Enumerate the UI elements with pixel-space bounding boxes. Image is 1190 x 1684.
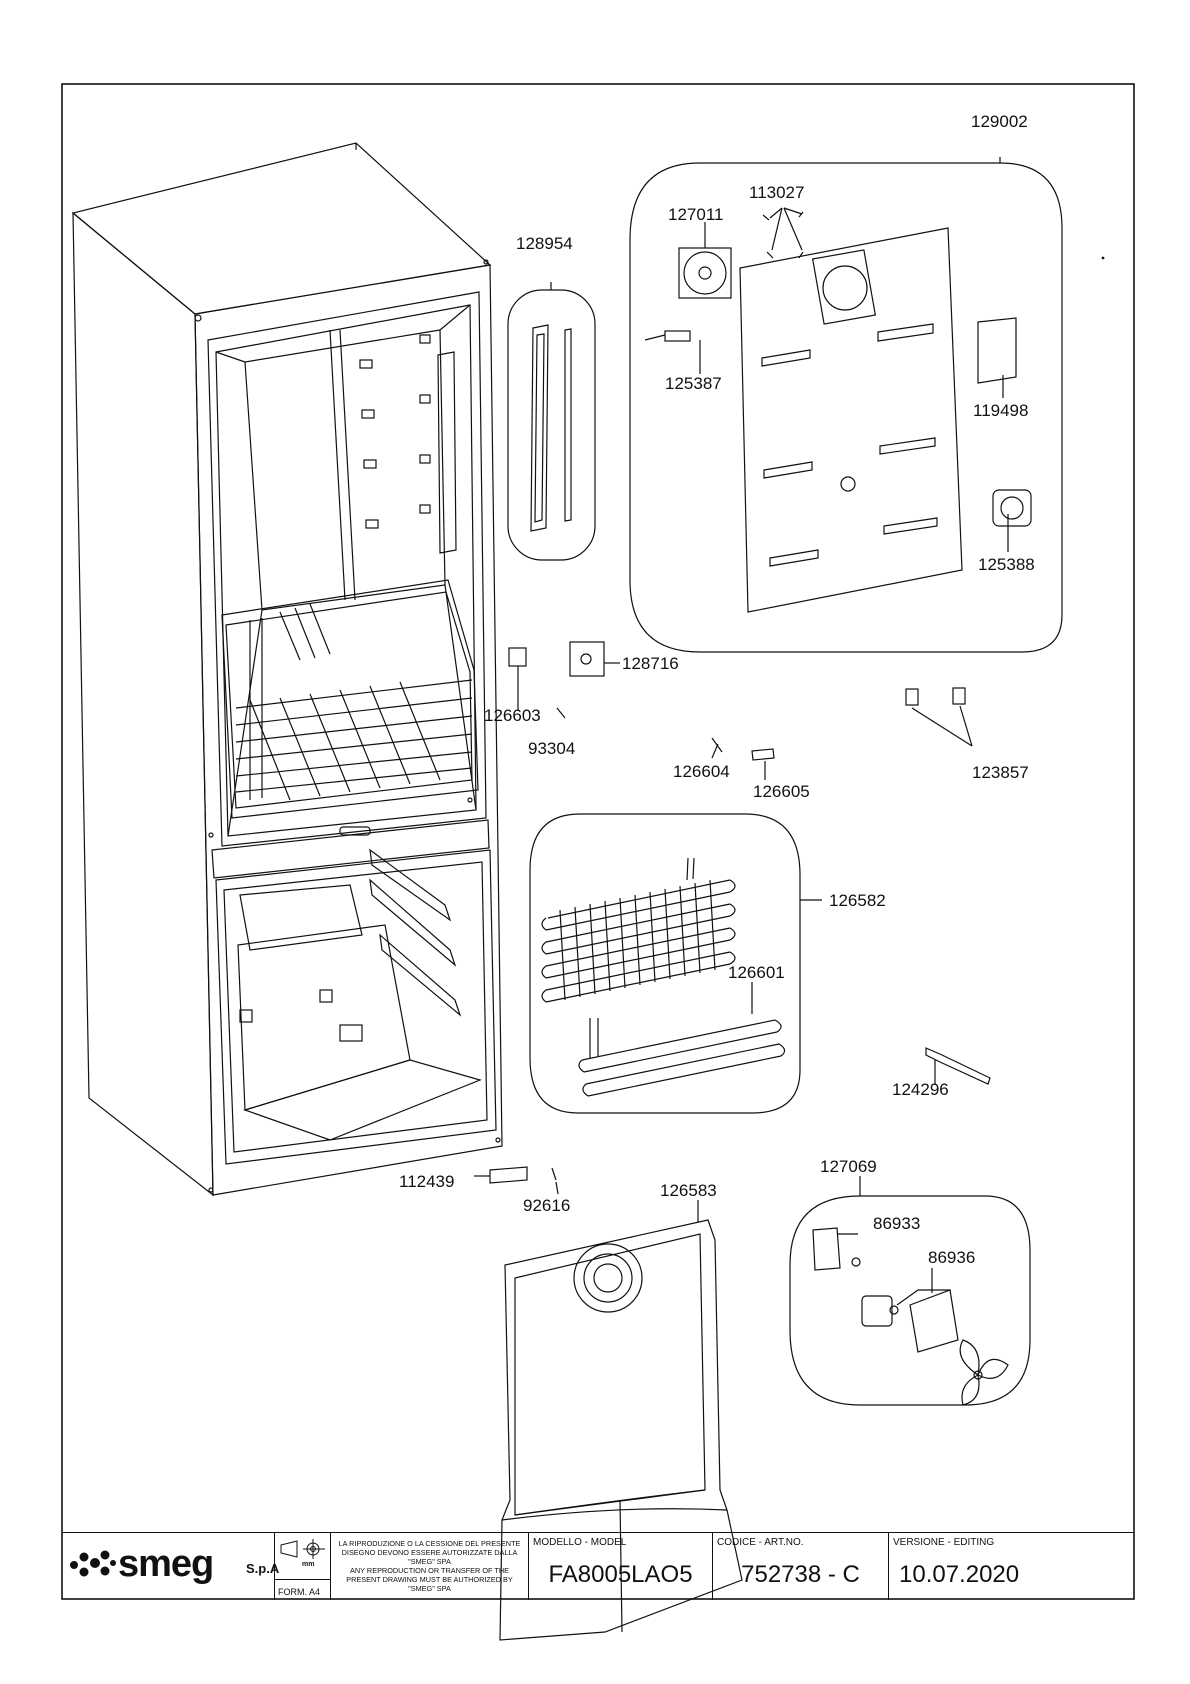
label-127069: 127069 <box>820 1157 877 1176</box>
part-126583-fan-cover <box>499 1200 743 1641</box>
label-123857: 123857 <box>972 763 1029 782</box>
part-129002-evaporator-panel-group <box>629 157 1105 653</box>
title-block: smeg S.p.A mm FORM. A4 LA RIPRODUZIONE O… <box>62 1532 1134 1600</box>
smeg-dots-icon <box>70 1550 116 1577</box>
label-92616: 92616 <box>523 1196 570 1215</box>
code-cell: CODICE - ART.NO. 752738 - C <box>712 1533 888 1600</box>
fridge-cabinet <box>71 142 503 1197</box>
company-suffix: S.p.A <box>246 1561 280 1576</box>
label-124296: 124296 <box>892 1080 949 1099</box>
version-cell: VERSIONE - EDITING 10.07.2020 <box>888 1533 1134 1600</box>
smeg-logo: smeg S.p.A <box>68 1543 280 1585</box>
label-128716: 128716 <box>622 654 679 673</box>
label-126582: 126582 <box>829 891 886 910</box>
part-128954-air-duct <box>507 282 596 561</box>
label-126604: 126604 <box>673 762 730 781</box>
copyright-notice: LA RIPRODUZIONE O LA CESSIONE DEL PRESEN… <box>333 1539 526 1593</box>
label-113027: 113027 <box>749 183 804 202</box>
label-93304: 93304 <box>528 739 575 758</box>
projection-symbol-icon <box>280 1539 325 1559</box>
version-value: 10.07.2020 <box>899 1561 1020 1588</box>
model-caption: MODELLO - MODEL <box>533 1537 627 1548</box>
label-127011: 127011 <box>668 205 723 224</box>
label-86933: 86933 <box>873 1214 920 1233</box>
label-126603: 126603 <box>484 706 541 725</box>
logo-cell: smeg S.p.A <box>62 1533 279 1600</box>
unit-label: mm <box>302 1561 315 1568</box>
code-value: 752738 - C <box>741 1561 860 1588</box>
small-parts-bottom <box>474 1166 559 1195</box>
label-126605: 126605 <box>753 782 810 801</box>
part-126582-condenser-group <box>529 813 822 1114</box>
label-125388: 125388 <box>978 555 1035 574</box>
model-value: FA8005LAO5 <box>548 1561 693 1588</box>
brand-name: smeg <box>118 1543 214 1585</box>
label-112439: 112439 <box>399 1172 454 1191</box>
notice-cell: LA RIPRODUZIONE O LA CESSIONE DEL PRESEN… <box>330 1533 528 1600</box>
label-129002: 129002 <box>971 112 1028 131</box>
label-119498: 119498 <box>973 401 1028 420</box>
code-caption: CODICE - ART.NO. <box>717 1537 804 1548</box>
label-128954: 128954 <box>516 234 573 253</box>
drawing-frame <box>61 83 1135 1600</box>
part-127069-fan-motor-group <box>789 1176 1031 1406</box>
form-label: FORM. A4 <box>278 1587 321 1597</box>
projection-cell: mm FORM. A4 <box>274 1533 330 1600</box>
version-caption: VERSIONE - EDITING <box>893 1537 995 1548</box>
label-86936: 86936 <box>928 1248 975 1267</box>
label-126583: 126583 <box>660 1181 717 1200</box>
notice-italian: LA RIPRODUZIONE O LA CESSIONE DEL PRESEN… <box>338 1539 521 1566</box>
model-cell: MODELLO - MODEL FA8005LAO5 <box>528 1533 712 1600</box>
label-125387: 125387 <box>665 374 722 393</box>
label-126601: 126601 <box>728 963 785 982</box>
notice-english: ANY REPRODUCTION OR TRANSFER OF THE PRES… <box>346 1566 513 1593</box>
part-124296-sensor <box>925 1047 991 1085</box>
small-parts-middle <box>508 641 973 780</box>
